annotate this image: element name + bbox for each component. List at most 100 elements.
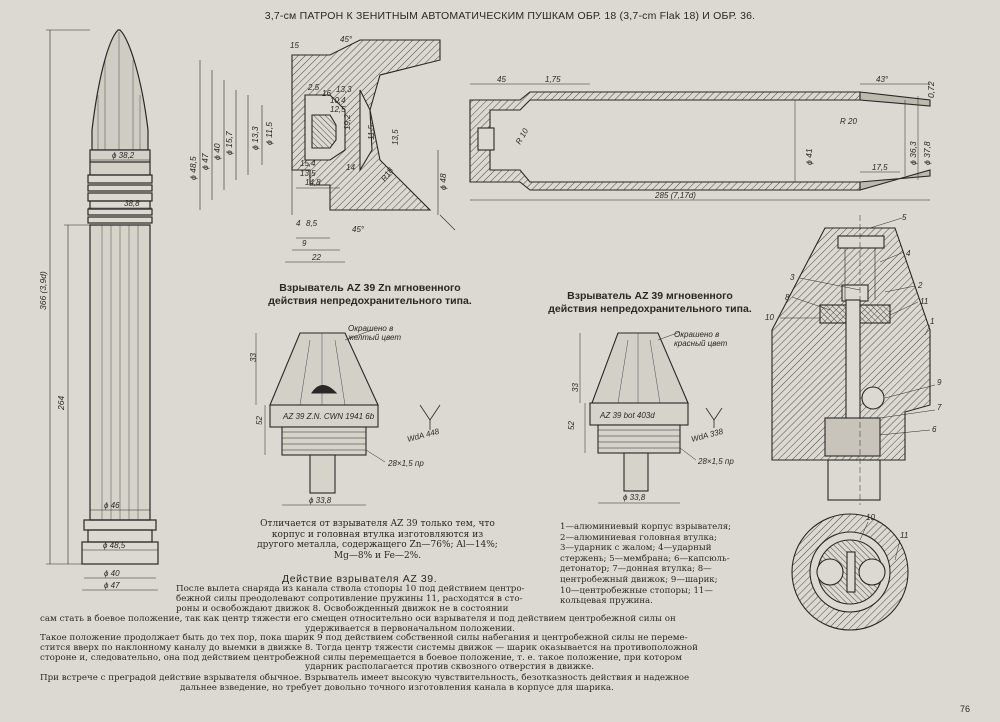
case-dim-d41: ϕ 41 bbox=[804, 148, 814, 165]
pb-dim-26: ϕ 48 bbox=[438, 173, 448, 190]
case-dim-175b: 17,5 bbox=[872, 163, 888, 172]
action-title: Действие взрывателя AZ 39. bbox=[282, 573, 438, 585]
fuse-zn-thread: 28×1,5 пр bbox=[387, 459, 424, 468]
pb-dim-17: ϕ 47 bbox=[200, 153, 210, 170]
fuse-std-marking: AZ 39 bot 403d bbox=[599, 411, 655, 420]
legend-line: кольцевая пружина. bbox=[560, 596, 653, 607]
callout-8: 9 bbox=[937, 378, 942, 387]
action-line: стороне и, следовательно, она под действ… bbox=[40, 652, 683, 663]
pb-dim-19: ϕ 15,7 bbox=[224, 131, 234, 155]
pb-dim-0: 15 bbox=[290, 41, 299, 50]
legend-line: 3—ударник с жалом; 4—ударный bbox=[560, 543, 712, 554]
legend-line: 1—алюминиевый корпус взрывателя; bbox=[560, 522, 732, 532]
fuse-zn-diameter: ϕ 33,8 bbox=[309, 496, 332, 505]
fuse-zn-drawing bbox=[255, 329, 441, 506]
dim-d46: ϕ 46 bbox=[104, 501, 120, 510]
action-line: бежной силы преодолевают сопротивление п… bbox=[176, 593, 523, 604]
case-dim-0725: 0,72 bbox=[926, 81, 936, 98]
page-number: 76 bbox=[959, 704, 970, 714]
dim-d47: ϕ 47 bbox=[104, 581, 120, 590]
fuse-zn-marking: AZ 39 Z.N. CWN 1941 6b bbox=[282, 412, 375, 421]
fuse-zn-stamp: WdA 448 bbox=[406, 427, 440, 444]
legend-line: детонатор; 7—донная втулка; 8— bbox=[560, 564, 712, 575]
pb-dim-13: 14,8 bbox=[305, 178, 321, 187]
pb-dim-9: 13,5 bbox=[300, 169, 316, 178]
page-title: 3,7-см ПАТРОН К ЗЕНИТНЫМ АВТОМАТИЧЕСКИМ … bbox=[264, 10, 756, 22]
pb-dim-22: 4 bbox=[296, 219, 301, 228]
legend-line: центробежный движок; 9—шарик; bbox=[560, 574, 718, 585]
pb-dim-12: 13,5 bbox=[391, 129, 400, 145]
projectile-base-section bbox=[199, 39, 456, 263]
case-dim-d363: ϕ 36,3 bbox=[908, 141, 918, 165]
callout-6: 10 bbox=[765, 313, 774, 322]
parts-legend: 1—алюминиевый корпус взрывателя; 2—алюми… bbox=[560, 522, 750, 607]
fuse-std-heading: Взрыватель AZ 39 мгновенного действия не… bbox=[535, 290, 765, 316]
dim-d485: ϕ 48,5 bbox=[103, 541, 126, 550]
fuse-std-stamp: WdA 338 bbox=[690, 427, 724, 444]
case-dim-d378: ϕ 37,8 bbox=[922, 141, 932, 165]
fuse-std-drawing bbox=[579, 331, 723, 504]
callout-11: 10 bbox=[866, 513, 875, 522]
pb-dim-16: ϕ 48,5 bbox=[188, 156, 198, 180]
callout-2: 3 bbox=[790, 273, 795, 282]
pb-dim-24: 9 bbox=[302, 239, 307, 248]
action-line: стится вверх по наклонному каналу до вые… bbox=[40, 642, 698, 653]
legend-line: 2—алюминиевая головная втулка; bbox=[560, 532, 717, 543]
callout-10: 6 bbox=[932, 425, 937, 434]
action-line: ударник располагается против сквозного о… bbox=[305, 662, 594, 673]
pb-dim-21: ϕ 11,5 bbox=[264, 122, 274, 145]
fuse-std-paint-1: Окрашено в bbox=[674, 330, 720, 339]
dim-d382: ϕ 38,2 bbox=[112, 151, 135, 160]
fuse-zn-heading-line-1: Взрыватель AZ 39 Zn мгновенного bbox=[279, 282, 461, 294]
pb-dim-23: 8,5 bbox=[306, 219, 318, 228]
callout-9: 7 bbox=[937, 403, 942, 412]
fuse-std-diameter: ϕ 33,8 bbox=[623, 493, 646, 502]
fuse-std-paint-label: Окрашено в красный цвет bbox=[674, 330, 727, 348]
pb-dim-1: 45° bbox=[340, 35, 353, 44]
case-dim-r10: R 10 bbox=[514, 126, 531, 146]
callout-7: 1 bbox=[930, 317, 934, 326]
callout-3: 2 bbox=[917, 281, 923, 290]
pb-dim-5: 12,5 bbox=[330, 105, 346, 114]
case-dim-175: 1,75 bbox=[545, 75, 561, 84]
pb-dim-18: ϕ 40 bbox=[212, 143, 222, 160]
action-para-2: Такое положение продолжает быть до тех п… bbox=[40, 633, 980, 673]
action-para-3: При встрече с преградой действие взрыват… bbox=[40, 673, 980, 694]
dim-d388: 38,8 bbox=[124, 199, 140, 208]
pb-dim-25: 22 bbox=[311, 253, 321, 262]
action-line: роны и освобождают движок 8. Освобожденн… bbox=[176, 603, 509, 614]
callout-0: 5 bbox=[902, 213, 907, 222]
fuse-zn-heading-line-2: действия непредохранительного типа. bbox=[268, 295, 472, 307]
action-line: После вылета снаряда из канала ствола ст… bbox=[176, 584, 525, 594]
fuse-std-paint-2: красный цвет bbox=[674, 339, 728, 348]
action-line: Такое положение продолжает быть до тех п… bbox=[40, 633, 688, 643]
fuse-zn-paint-1: Окрашено в bbox=[348, 324, 394, 333]
fuse-zn-dim-33: 33 bbox=[249, 353, 258, 362]
case-dim-r20: R 20 bbox=[840, 117, 857, 126]
fuse-std-heading-line-1: Взрыватель AZ 39 мгновенного bbox=[567, 290, 733, 302]
pb-dim-10: 11,5 bbox=[367, 124, 376, 140]
dim-d40: ϕ 40 bbox=[104, 569, 120, 578]
pb-dim-6: 10,4 bbox=[330, 96, 346, 105]
case-section bbox=[469, 83, 931, 201]
action-para-1b: сам стать в боевое положение, так как це… bbox=[40, 614, 980, 635]
callout-4: 8 bbox=[785, 293, 790, 302]
action-line: удерживается в первоначальном положении. bbox=[305, 623, 516, 634]
dim-length-case: 264 bbox=[56, 396, 66, 411]
fuse-zn-paint-2: желтый цвет bbox=[348, 333, 402, 342]
action-para-1: После вылета снаряда из канала ствола ст… bbox=[176, 584, 576, 614]
pb-dim-7: 15,4 bbox=[300, 159, 316, 168]
callout-1: 4 bbox=[906, 249, 911, 258]
pb-dim-3: 16 bbox=[322, 89, 331, 98]
case-dim-45: 45 bbox=[497, 75, 506, 84]
fuse-std-thread: 28×1,5 пр bbox=[697, 457, 734, 466]
callout-12: 11 bbox=[900, 531, 908, 540]
legend-line: стержень; 5—мембрана; 6—капсюль- bbox=[560, 553, 730, 564]
fuse-zn-paint-label: Окрашено в желтый цвет bbox=[348, 324, 401, 342]
case-dim-angle: 43° bbox=[876, 75, 889, 84]
dim-length-total: 366 (3,9d) bbox=[38, 271, 48, 310]
fuse-zn-dim-52: 52 bbox=[255, 416, 264, 425]
fuse-cross-section bbox=[771, 215, 936, 631]
